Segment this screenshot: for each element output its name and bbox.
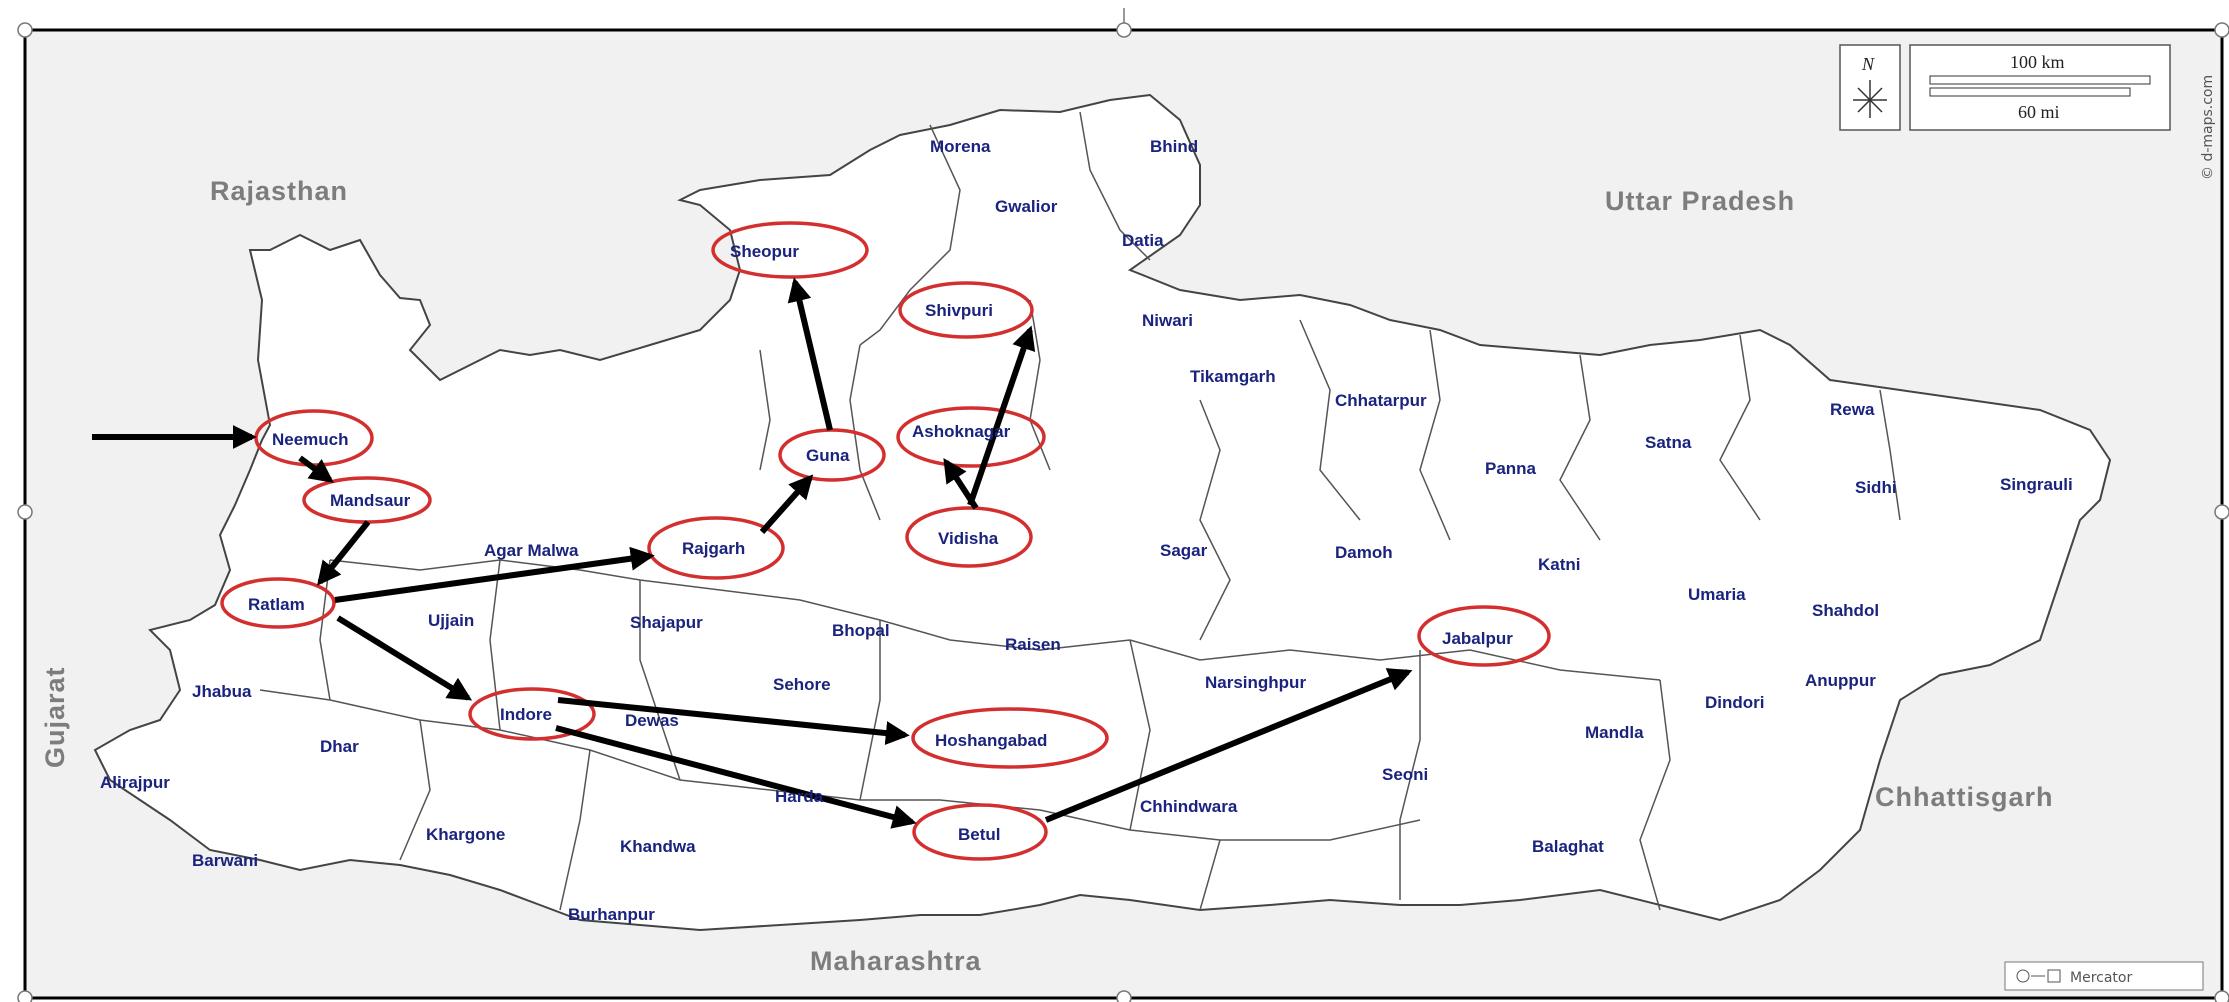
highlight-ellipses (220, 221, 1551, 861)
district-label-bhind: Bhind (1150, 137, 1198, 156)
district-label-jhabua: Jhabua (192, 682, 252, 701)
compass-rose-icon (1853, 80, 1887, 118)
district-label-khargone: Khargone (426, 825, 505, 844)
district-label-sheopur: Sheopur (730, 242, 799, 261)
district-label-sehore: Sehore (773, 675, 831, 694)
district-label-rajgarh: Rajgarh (682, 539, 745, 558)
district-label-balaghat: Balaghat (1532, 837, 1604, 856)
region-label: Chhattisgarh (1875, 782, 2054, 812)
district-label-umaria: Umaria (1688, 585, 1746, 604)
district-label-shajapur: Shajapur (630, 613, 703, 632)
district-label-ujjain: Ujjain (428, 611, 474, 630)
region-label: Maharashtra (810, 946, 982, 976)
district-label-shahdol: Shahdol (1812, 601, 1879, 620)
district-label-mandla: Mandla (1585, 723, 1644, 742)
scale-km-label: 100 km (2010, 52, 2065, 72)
district-label-shivpuri: Shivpuri (925, 301, 993, 320)
district-label-harda: Harda (775, 787, 824, 806)
district-label-alirajpur: Alirajpur (100, 773, 170, 792)
region-label: Gujarat (40, 666, 70, 768)
district-label-hoshangabad: Hoshangabad (935, 731, 1047, 750)
district-label-chhatarpur: Chhatarpur (1335, 391, 1427, 410)
map-legend: N 100 km 60 mi © d-maps.com (1839, 44, 2216, 180)
district-label-indore: Indore (500, 705, 552, 724)
district-label-bhopal: Bhopal (832, 621, 890, 640)
district-label-rewa: Rewa (1830, 400, 1875, 419)
district-label-panna: Panna (1485, 459, 1537, 478)
district-label-ratlam: Ratlam (248, 595, 305, 614)
compass-label: N (1861, 54, 1875, 74)
district-label-dindori: Dindori (1705, 693, 1765, 712)
district-label-sagar: Sagar (1160, 541, 1208, 560)
district-label-damoh: Damoh (1335, 543, 1393, 562)
district-label-ashoknagar: Ashoknagar (912, 422, 1011, 441)
attribution: © d-maps.com (2200, 75, 2216, 180)
district-label-vidisha: Vidisha (938, 529, 999, 548)
district-labels: Morena Bhind Gwalior Datia Sheopur Shivp… (100, 137, 2073, 924)
district-label-katni: Katni (1538, 555, 1581, 574)
district-label-mandsaur: Mandsaur (330, 491, 411, 510)
district-label-dhar: Dhar (320, 737, 359, 756)
district-label-barwani: Barwani (192, 851, 258, 870)
region-label: Uttar Pradesh (1605, 186, 1795, 216)
district-label-betul: Betul (958, 825, 1001, 844)
state-outline (93, 93, 2112, 932)
district-label-guna: Guna (806, 446, 850, 465)
district-label-narsinghpur: Narsinghpur (1205, 673, 1306, 692)
route-arrows (92, 277, 1413, 829)
scale-mi-label: 60 mi (2018, 102, 2060, 122)
district-label-satna: Satna (1645, 433, 1692, 452)
projection-label: Mercator (2004, 961, 2204, 991)
district-label-jabalpur: Jabalpur (1442, 629, 1513, 648)
district-label-seoni: Seoni (1382, 765, 1428, 784)
district-label-datia: Datia (1122, 231, 1164, 250)
district-label-tikamgarh: Tikamgarh (1190, 367, 1276, 386)
district-label-dewas: Dewas (625, 711, 679, 730)
region-label: Rajasthan (210, 176, 348, 206)
district-label-neemuch: Neemuch (272, 430, 349, 449)
district-label-morena: Morena (930, 137, 991, 156)
district-label-singrauli: Singrauli (2000, 475, 2073, 494)
district-label-agar-malwa: Agar Malwa (484, 541, 579, 560)
district-boundaries (259, 111, 1901, 911)
selection-handles[interactable] (17, 8, 2229, 1002)
district-label-chhindwara: Chhindwara (1140, 797, 1238, 816)
district-label-raisen: Raisen (1005, 635, 1061, 654)
svg-text:Mercator: Mercator (2070, 970, 2132, 986)
district-label-sidhi: Sidhi (1855, 478, 1897, 497)
district-label-burhanpur: Burhanpur (568, 905, 655, 924)
district-label-khandwa: Khandwa (620, 837, 696, 856)
district-label-gwalior: Gwalior (995, 197, 1058, 216)
district-label-anuppur: Anuppur (1805, 671, 1876, 690)
district-label-niwari: Niwari (1142, 311, 1193, 330)
